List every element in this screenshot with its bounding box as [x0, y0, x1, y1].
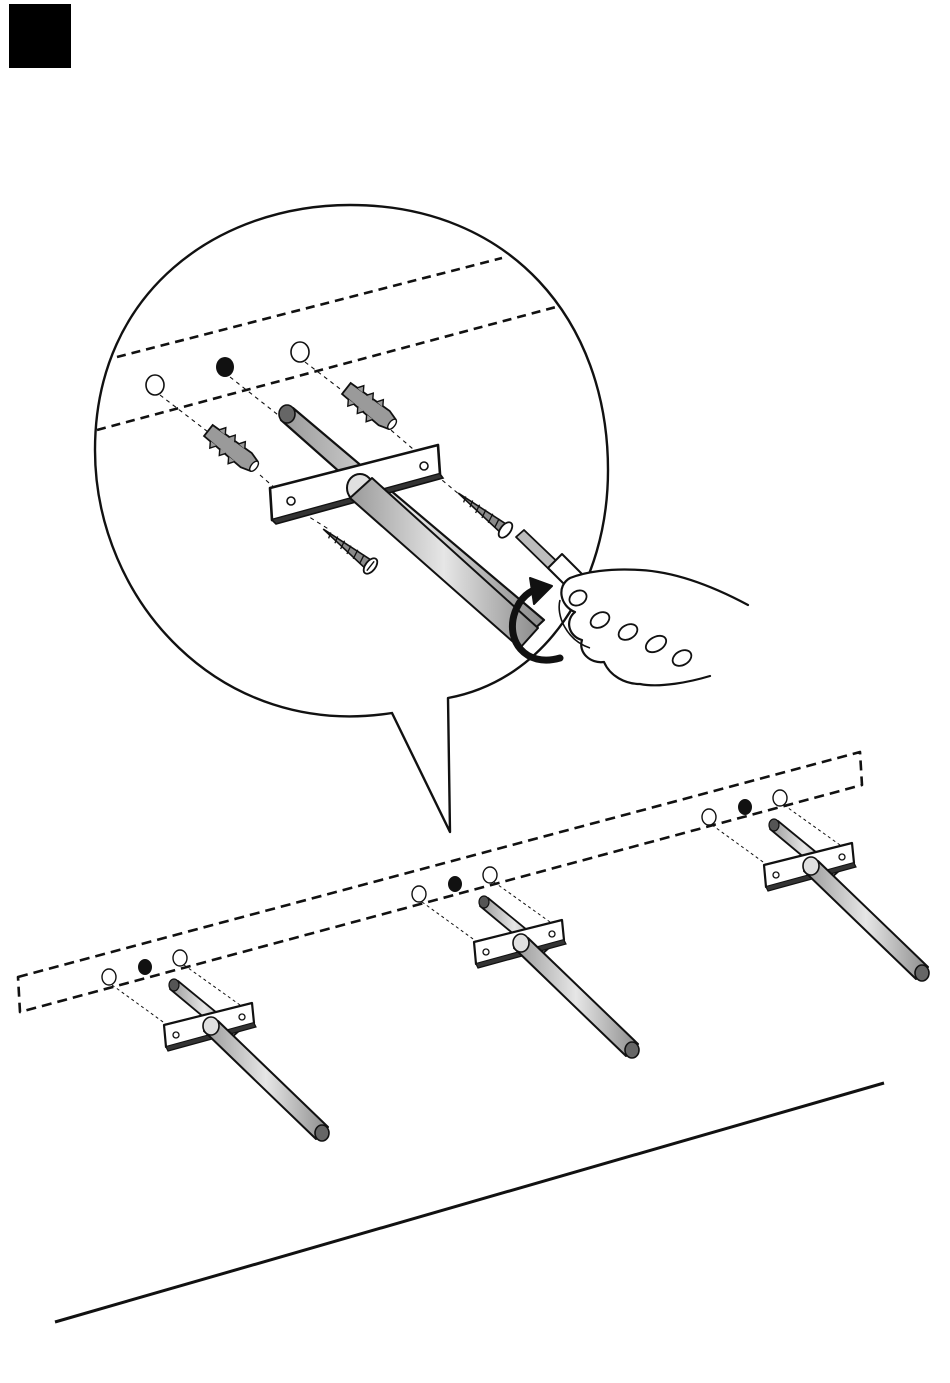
alignment-line: [112, 985, 170, 1027]
rod-collar: [203, 1017, 219, 1035]
drill-hole-right: [291, 342, 309, 362]
alignment-line: [712, 825, 770, 867]
drill-hole-center-marker: [448, 876, 462, 892]
shelf-rod-icon: [804, 861, 928, 979]
drill-hole-center-marker: [738, 799, 752, 815]
plate-screw-hole: [839, 854, 845, 860]
hand-icon: [559, 569, 748, 685]
alignment-line: [422, 902, 480, 944]
rod-end: [169, 979, 179, 991]
rod-end: [479, 896, 489, 908]
bracket-assembly: [702, 790, 929, 981]
rod-end: [769, 819, 779, 831]
plate-screw-hole: [549, 931, 555, 937]
drill-hole: [173, 950, 187, 966]
shelf-rod-icon: [204, 1021, 328, 1139]
step-marker: [9, 4, 71, 68]
bracket-assembly: [102, 950, 329, 1141]
plate-screw-hole: [773, 872, 779, 878]
drill-hole-left: [146, 375, 164, 395]
rod-tip: [915, 965, 929, 981]
drill-hole: [412, 886, 426, 902]
rod-collar: [513, 934, 529, 952]
rod-collar: [803, 857, 819, 875]
rod-tip: [315, 1125, 329, 1141]
bracket-assembly: [412, 867, 639, 1058]
drill-hole: [483, 867, 497, 883]
drill-hole-center-marker: [138, 959, 152, 975]
drill-hole: [102, 969, 116, 985]
rod-tip: [625, 1042, 639, 1058]
plate-screw-hole: [239, 1014, 245, 1020]
detail-callout: [95, 205, 748, 832]
drill-hole: [773, 790, 787, 806]
plate-screw-hole: [173, 1032, 179, 1038]
callout-bubble: [95, 205, 608, 832]
floor-line: [55, 1083, 884, 1322]
plate-screw-hole: [483, 949, 489, 955]
drill-hole: [702, 809, 716, 825]
shelf-rod-icon: [514, 938, 638, 1056]
drill-hole-center-marker: [216, 357, 234, 377]
bracket-assemblies: [102, 790, 929, 1141]
